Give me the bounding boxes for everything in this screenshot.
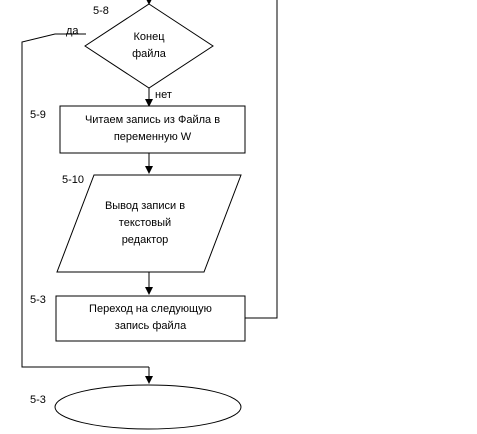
connectors	[21, 0, 278, 384]
read-step-label: 5-9	[30, 109, 46, 121]
decision-text: Конец файла	[132, 31, 166, 60]
output-text: Вывод записи в текстовый редактор	[104, 200, 186, 246]
end-terminator	[54, 384, 242, 430]
output-parallelogram	[56, 174, 242, 273]
next-record-box	[55, 295, 246, 342]
yes-branch-label: да	[66, 25, 79, 37]
next-text: Переход на следующую запись файла	[89, 303, 212, 332]
decision-diamond	[84, 3, 214, 89]
read-text: Читаем запись из Файла в переменную W	[84, 114, 221, 143]
no-branch-label: нет	[155, 89, 172, 101]
decision-step-label: 5-8	[93, 5, 109, 17]
yes-branch-connector	[21, 33, 149, 368]
loop-back-connector	[245, 0, 278, 319]
next-step-label: 5-3	[30, 294, 46, 306]
read-process-box	[59, 105, 246, 154]
end-step-label: 5-3	[30, 394, 46, 406]
output-step-label: 5-10	[62, 174, 85, 186]
